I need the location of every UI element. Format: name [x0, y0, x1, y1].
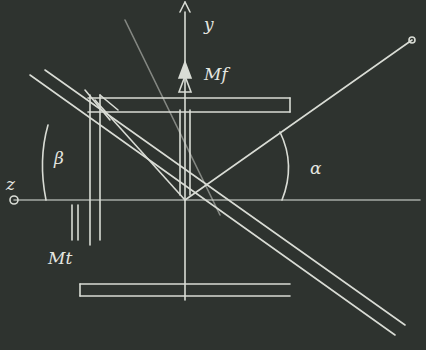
- angle-label: β: [54, 150, 64, 167]
- moment-label: Mt: [48, 250, 72, 267]
- angle-label: α: [310, 160, 321, 177]
- axis-label: z: [6, 176, 15, 193]
- axis-label: y: [204, 16, 214, 33]
- moment-label: Mf: [204, 66, 228, 83]
